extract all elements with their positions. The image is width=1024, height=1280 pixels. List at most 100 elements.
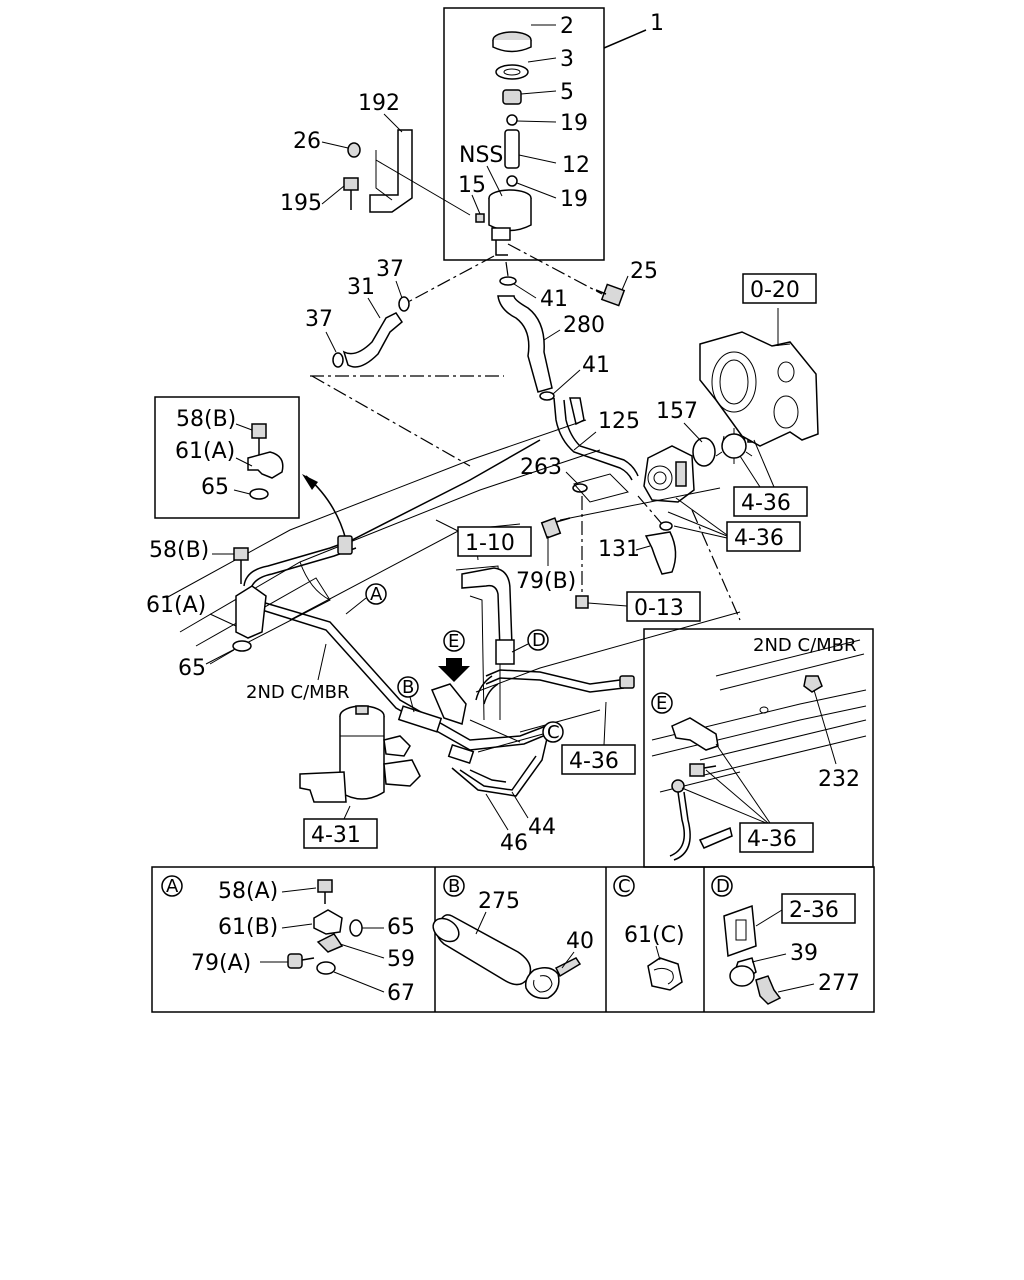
label-79b: 79(B) bbox=[516, 569, 576, 594]
panel-b-label-275: 275 bbox=[478, 889, 520, 914]
label-25: 25 bbox=[630, 259, 658, 284]
label-125: 125 bbox=[598, 409, 640, 434]
label-46: 46 bbox=[500, 831, 528, 856]
label-2nd-crossmember-detail: 2ND C/MBR bbox=[753, 635, 857, 656]
label-192: 192 bbox=[358, 91, 400, 116]
label-37-top: 37 bbox=[376, 257, 404, 282]
detail-panels bbox=[151, 866, 875, 1013]
label-61a: 61(A) bbox=[146, 593, 206, 618]
label-41-top: 41 bbox=[540, 287, 568, 312]
ref-box-4-36-detail-e[interactable] bbox=[739, 822, 814, 853]
callout-a-text: A bbox=[370, 584, 383, 605]
ref-label-1-10: 1-10 bbox=[465, 531, 515, 556]
panel-a-callout-text: A bbox=[166, 876, 179, 897]
label-232: 232 bbox=[818, 767, 860, 792]
inset-label-58b: 58(B) bbox=[176, 407, 236, 432]
panel-b-callout-text: B bbox=[448, 876, 460, 897]
callout-c[interactable] bbox=[542, 721, 564, 743]
reservoir-assembly bbox=[443, 7, 605, 261]
inset-label-61a: 61(A) bbox=[175, 439, 235, 464]
panel-d-callout-text: D bbox=[716, 876, 730, 897]
ref-label-4-36-fittings: 4-36 bbox=[734, 526, 784, 551]
label-26: 26 bbox=[293, 129, 321, 154]
panel-d-label-39: 39 bbox=[790, 941, 818, 966]
label-280: 280 bbox=[563, 313, 605, 338]
label-12: 12 bbox=[562, 153, 590, 178]
panel-a-parts bbox=[287, 879, 363, 975]
inset-clamp-parts bbox=[247, 423, 284, 500]
detail-e-callout bbox=[651, 692, 673, 714]
ref-label-0-20: 0-20 bbox=[750, 278, 800, 303]
ref-box-0-13[interactable] bbox=[626, 591, 701, 622]
bracket-192 bbox=[343, 129, 471, 216]
power-steering-pump bbox=[643, 428, 757, 503]
label-65: 65 bbox=[178, 656, 206, 681]
ref-box-1-10[interactable] bbox=[457, 526, 532, 557]
ref-box-4-36-pipe[interactable] bbox=[561, 744, 636, 775]
bolt-79b bbox=[540, 496, 589, 609]
panel-a-label-61b: 61(B) bbox=[218, 915, 278, 940]
panel-b-parts bbox=[432, 914, 582, 1000]
panel-d-parts bbox=[723, 904, 782, 1005]
panel-a-label-65: 65 bbox=[387, 915, 415, 940]
label-58b: 58(B) bbox=[149, 538, 209, 563]
inset-clamp-detail bbox=[154, 396, 300, 519]
panel-b-callout bbox=[443, 875, 465, 897]
label-195: 195 bbox=[280, 191, 322, 216]
ref-label-0-13: 0-13 bbox=[634, 596, 684, 621]
inset-label-65: 65 bbox=[201, 475, 229, 500]
panel-a-label-58a: 58(A) bbox=[218, 879, 278, 904]
return-hose bbox=[461, 567, 515, 665]
ref-box-2-36[interactable] bbox=[781, 893, 856, 924]
panel-c-callout bbox=[613, 875, 635, 897]
label-19-bottom: 19 bbox=[560, 187, 588, 212]
detail-e-callout-text: E bbox=[656, 693, 667, 714]
pipe-bracket bbox=[232, 547, 267, 652]
panel-a-label-79a: 79(A) bbox=[191, 951, 251, 976]
label-44: 44 bbox=[528, 815, 556, 840]
panel-a-callout bbox=[161, 875, 183, 897]
ref-box-0-20[interactable] bbox=[742, 273, 817, 304]
ref-box-4-36-fittings[interactable] bbox=[726, 521, 801, 552]
bolt-25 bbox=[507, 243, 626, 307]
panel-d-callout bbox=[711, 875, 733, 897]
ref-box-4-36-pump[interactable] bbox=[733, 486, 808, 517]
label-131: 131 bbox=[598, 537, 640, 562]
ref-label-4-31: 4-31 bbox=[311, 823, 361, 848]
hose-280 bbox=[497, 261, 555, 401]
pressure-pipe bbox=[243, 439, 635, 797]
label-2: 2 bbox=[560, 14, 574, 39]
label-19-top: 19 bbox=[560, 111, 588, 136]
panel-b-label-40: 40 bbox=[566, 929, 594, 954]
panel-c-callout-text: C bbox=[618, 876, 631, 897]
callout-d-text: D bbox=[532, 630, 546, 651]
oil-tank bbox=[299, 705, 421, 803]
callout-b-text: B bbox=[402, 677, 414, 698]
hose-31 bbox=[332, 255, 495, 368]
label-41-bottom: 41 bbox=[582, 353, 610, 378]
label-31: 31 bbox=[347, 275, 375, 300]
label-2nd-crossmember: 2ND C/MBR bbox=[246, 682, 350, 703]
engine-housing bbox=[699, 308, 819, 447]
label-157: 157 bbox=[656, 399, 698, 424]
callout-c-text: C bbox=[547, 722, 560, 743]
label-3: 3 bbox=[560, 47, 574, 72]
callout-b[interactable] bbox=[397, 676, 419, 698]
ref-label-2-36: 2-36 bbox=[789, 898, 839, 923]
label-37-bottom: 37 bbox=[305, 307, 333, 332]
callout-a[interactable] bbox=[365, 583, 387, 605]
panel-c-label-61c: 61(C) bbox=[624, 923, 685, 948]
label-5: 5 bbox=[560, 80, 574, 105]
panel-a-label-59: 59 bbox=[387, 947, 415, 972]
callout-e[interactable] bbox=[443, 630, 465, 652]
label-nss: NSS bbox=[459, 143, 503, 168]
ref-label-4-36-detail-e: 4-36 bbox=[747, 827, 797, 852]
label-1: 1 bbox=[650, 11, 664, 36]
label-15: 15 bbox=[458, 173, 486, 198]
panel-d-label-277: 277 bbox=[818, 971, 860, 996]
ref-label-4-36-pump: 4-36 bbox=[741, 491, 791, 516]
ref-box-4-31[interactable] bbox=[303, 818, 378, 849]
callout-d[interactable] bbox=[527, 629, 549, 651]
hose-131 bbox=[637, 495, 677, 575]
